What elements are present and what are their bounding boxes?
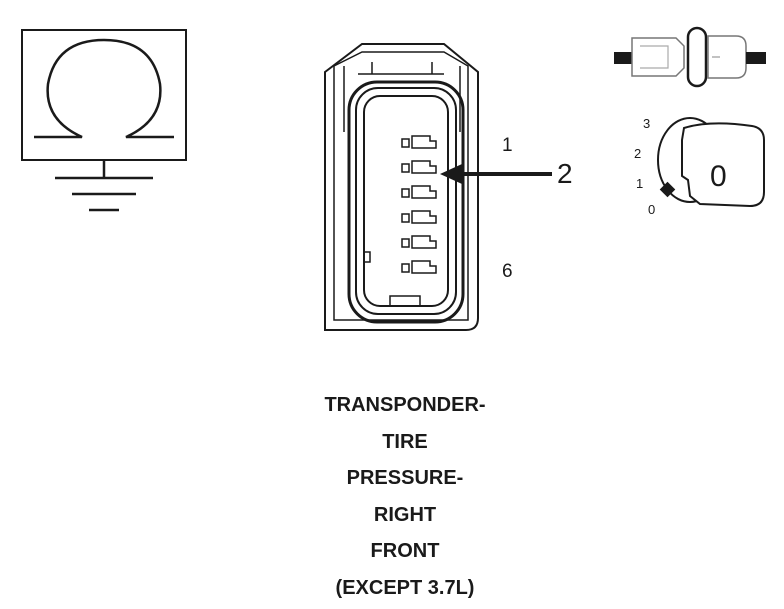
caption-line: TRANSPONDER- bbox=[324, 394, 486, 416]
ignition-position-3: 3 bbox=[643, 116, 650, 131]
callout-number: 2 bbox=[557, 158, 573, 189]
connector-pins bbox=[401, 135, 437, 274]
disconnect-connector-icon bbox=[614, 26, 766, 88]
caption-line: FRONT bbox=[370, 540, 440, 562]
caption-line: PRESSURE- bbox=[346, 467, 464, 489]
connector-face bbox=[324, 43, 479, 331]
caption-line: (EXCEPT 3.7L) bbox=[335, 576, 475, 599]
ignition-position-0: 0 bbox=[648, 202, 655, 217]
pin-label-first: 1 bbox=[502, 135, 513, 156]
ignition-key-label: 0 bbox=[710, 160, 727, 193]
callout-arrow-icon bbox=[440, 164, 552, 184]
ignition-position-2: 2 bbox=[634, 146, 641, 161]
caption-line: TIRE bbox=[382, 430, 428, 453]
component-caption: TRANSPONDER- TIRE PRESSURE- RIGHT FRONT … bbox=[255, 390, 555, 609]
ignition-switch-icon: 3 2 1 0 0 bbox=[634, 116, 765, 217]
caption-line: RIGHT bbox=[373, 503, 437, 526]
ignition-position-1: 1 bbox=[636, 176, 643, 191]
ohmmeter-ground-icon bbox=[21, 29, 187, 212]
pin-label-last: 6 bbox=[502, 261, 513, 282]
